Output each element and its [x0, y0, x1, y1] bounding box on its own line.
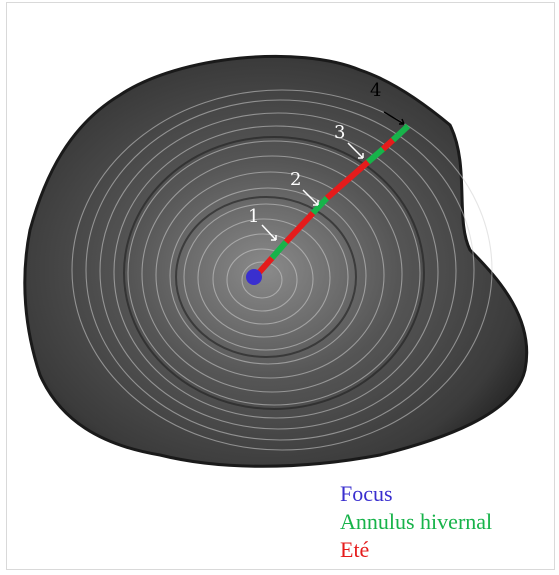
annulus-label-1: 1: [248, 206, 259, 227]
legend-summer: Eté: [340, 537, 370, 562]
legend-winter-annulus: Annulus hivernal: [340, 509, 493, 534]
annulus-label-2: 2: [290, 169, 301, 190]
legend: Focus Annulus hivernal Eté: [340, 480, 492, 564]
annulus-label-3: 3: [334, 122, 345, 143]
growth-rings: [71, 89, 493, 451]
annulus-label-4: 4: [370, 80, 381, 101]
focus-marker: [246, 269, 262, 285]
legend-focus: Focus: [340, 481, 393, 506]
transect-line: [253, 123, 411, 278]
annulus-arrows: [261, 111, 405, 241]
